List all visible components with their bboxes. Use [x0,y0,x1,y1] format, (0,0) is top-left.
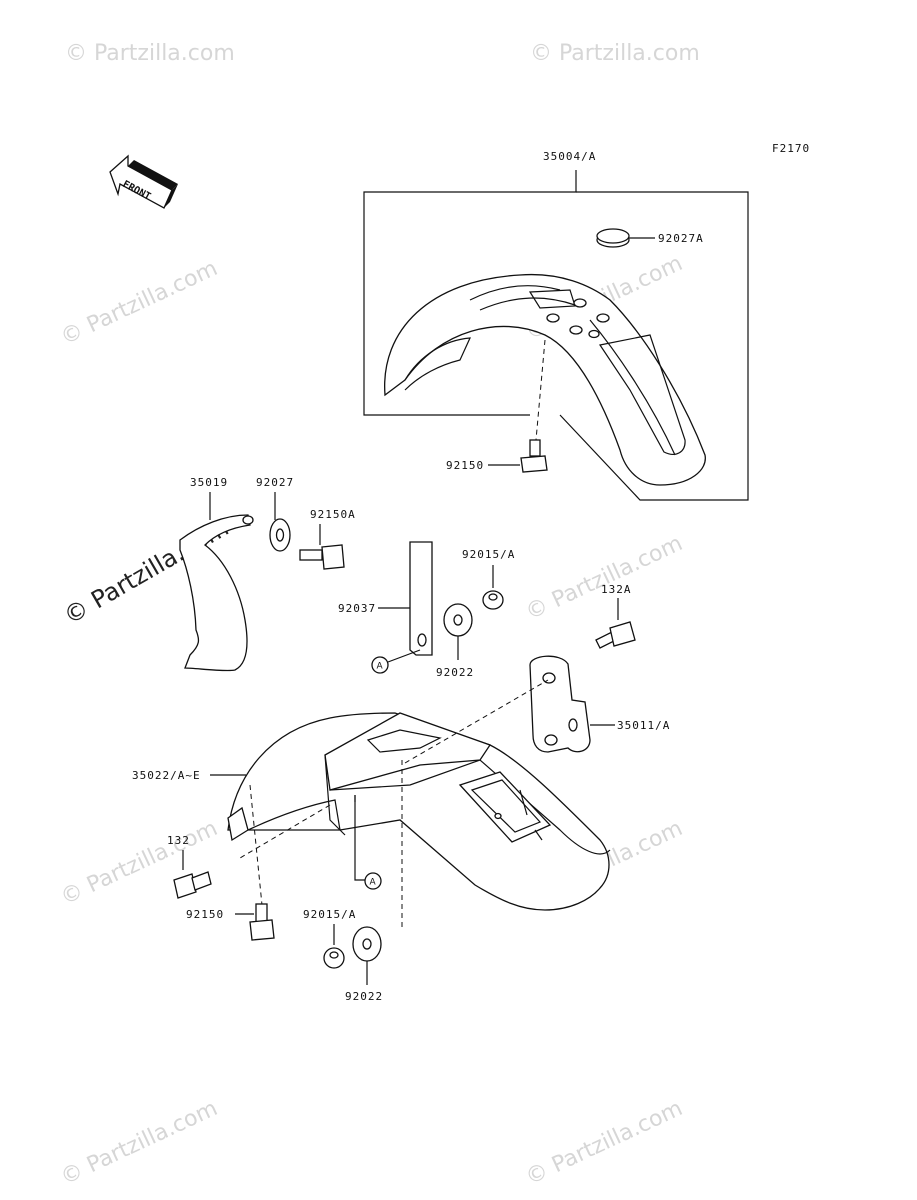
washer-upper [443,603,473,637]
label-92022-lower: 92022 [345,990,383,1003]
label-35011a: 35011/A [617,719,670,732]
watermark: © Partzilla.com [522,531,686,625]
label-92027: 92027 [256,476,294,489]
washer-lower [352,926,382,962]
nut-lower [323,947,345,969]
flap-group: 35019 92027 92150A [179,476,356,672]
watermarks: © Partzilla.com © Partzilla.com © Partzi… [57,41,700,1190]
label-92037: 92037 [338,602,376,615]
label-35004: 35004/A [543,150,596,163]
watermark: © Partzilla.com [522,1096,686,1190]
front-fender-bolt: 92150 [446,339,548,473]
label-92022-upper: 92022 [436,666,474,679]
watermark: © Partzilla.com [530,41,700,66]
label-92150a: 92150A [310,508,356,521]
bracket-group: 35011/A [529,655,670,753]
watermark: © Partzilla.com [65,41,235,66]
ref-marker-label: A [370,878,377,888]
strap-group: 92037 A 92015/A 92022 [338,541,515,679]
front-fender-group: 35004/A 92027A [363,150,749,501]
bolt-132a-group: 132A [595,583,636,649]
watermark: © Partzilla.com [57,256,221,350]
front-fender-damper: 92027A [596,228,704,248]
label-132: 132 [167,834,190,847]
label-35022: 35022/A~E [132,769,201,782]
label-92150-rear: 92150 [186,908,224,921]
front-arrow-icon: FRONT [109,154,178,209]
ref-marker-upper: A [371,649,421,674]
rear-fender-group: 35022/A~E A 132 92150 92015/A [132,679,611,1003]
front-fender [384,273,706,486]
nut-upper [482,590,504,610]
label-92027a: 92027A [658,232,704,245]
bolt-132a [595,621,636,649]
label-92015a-lower: 92015/A [303,908,356,921]
watermark: © Partzilla.com [57,816,221,910]
label-92150-front: 92150 [446,459,484,472]
figure-code: F2170 [772,142,810,155]
bolt-132 [173,871,212,899]
label-92015a-upper: 92015/A [462,548,515,561]
flap-washer [269,518,291,552]
mud-flap [179,514,254,672]
label-132a: 132A [601,583,632,596]
ref-marker-lower: A [364,872,382,890]
ref-marker-label: A [377,662,384,672]
rear-bolt [249,903,275,941]
label-35019: 35019 [190,476,228,489]
bracket [529,655,591,753]
strap [409,541,433,656]
flap-bolt [299,544,345,570]
rear-fender [227,712,611,911]
watermark: © Partzilla.com [57,1096,221,1190]
